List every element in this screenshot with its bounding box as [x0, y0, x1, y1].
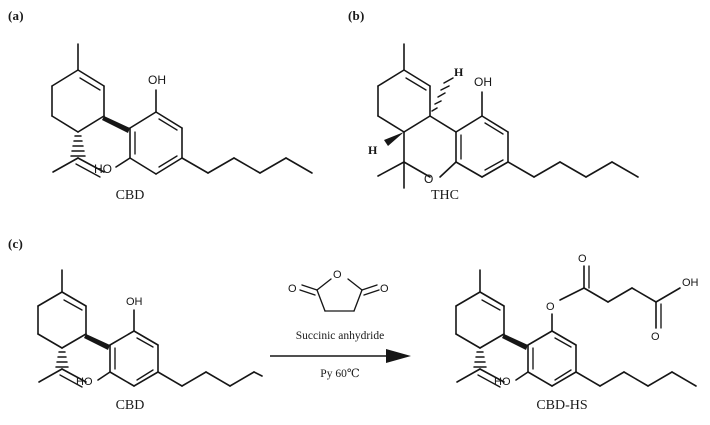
atom-label-h-upper-b: H: [454, 65, 464, 79]
pentyl-chain-b: [507, 161, 639, 178]
gem-dimethyl-b: [377, 161, 405, 189]
atom-label-o-pyran-b: O: [424, 172, 433, 186]
compound-name-cbd-a: CBD: [115, 188, 145, 203]
wedge-bond-c: [84, 334, 110, 350]
pyran-ring-b: [403, 115, 457, 178]
phenol-bond-bottom-c: [97, 371, 111, 381]
anhydride-ring: [316, 278, 363, 312]
carbonyl-right-sa: [361, 284, 380, 296]
carbonyl-left-sa: [299, 284, 318, 296]
aromatic-ring-c: [109, 330, 159, 387]
panel-label-b: (b): [348, 8, 365, 23]
hashed-bond-c: [55, 351, 69, 368]
hashed-bond-h-b: [431, 77, 454, 112]
atom-label-oh-acid-hs: OH: [682, 277, 699, 289]
hashed-bond-a: [70, 135, 86, 157]
isopropenyl-a: [52, 157, 105, 178]
succinic-anhydride-svg: O O O: [288, 269, 389, 312]
atom-label-ho-c: HO: [76, 376, 93, 388]
hemisuccinate-arm-hs: [559, 265, 681, 329]
atom-label-o-right-sa: O: [380, 283, 389, 295]
structure-succinic-anhydride: O O O: [288, 264, 393, 330]
atom-label-ho-a: HO: [94, 162, 112, 176]
cbd-c-svg: OH HO: [37, 269, 263, 388]
aromatic-ring-b: [455, 115, 509, 178]
cbd-hs-svg: HO O: [455, 253, 699, 388]
hashed-bond-hs: [473, 351, 487, 368]
cbd-a-svg: OH HO: [51, 43, 313, 178]
compound-name-thc-b: THC: [431, 188, 459, 203]
cyclohexene-ring-hs: [455, 291, 505, 349]
atom-label-o-left-sa: O: [288, 283, 297, 295]
atom-label-o-ring-sa: O: [333, 269, 342, 281]
atom-label-ho-hs: HO: [494, 376, 511, 388]
reaction-arrow-svg: [270, 349, 411, 363]
atom-label-o-ester-hs: O: [546, 301, 555, 313]
atom-label-o-carbonyl-ester-hs: O: [578, 253, 587, 265]
structure-cbd-c: OH HO: [14, 258, 264, 393]
pyran-o-bond-b: [439, 161, 457, 178]
aromatic-ring-hs: [527, 330, 577, 387]
reagent-label: Succinic anhydride: [295, 330, 385, 342]
panel-label-a: (a): [8, 8, 24, 23]
compound-name-cbd-hs: CBD-HS: [536, 398, 588, 413]
panel-label-c: (c): [8, 236, 24, 251]
structure-cbd-hs: HO O: [432, 248, 710, 396]
wedge-bond-a: [102, 116, 130, 133]
thc-b-svg: H H O: [368, 43, 639, 189]
isopropenyl-hs: [456, 368, 505, 388]
phenol-bond-bottom-a: [115, 157, 131, 168]
cyclohexene-ring-a: [51, 69, 105, 133]
pentyl-chain-c: [157, 371, 263, 387]
aromatic-ring-a: [129, 111, 183, 175]
atom-label-h-lower-b: H: [368, 143, 378, 157]
atom-label-oh-c: OH: [126, 296, 143, 308]
structure-cbd-a: OH HO: [20, 28, 320, 178]
wedge-bond-h-b: [384, 132, 404, 146]
pentyl-chain-hs: [575, 371, 697, 387]
atom-label-oh-a: OH: [148, 73, 166, 87]
conditions-label: Py 60℃: [320, 368, 360, 380]
isopropenyl-c: [38, 368, 87, 388]
compound-name-cbd-c: CBD: [115, 398, 145, 413]
pentyl-chain-a: [181, 157, 313, 174]
atom-label-oh-b: OH: [474, 75, 492, 89]
structure-thc-b: H H O: [358, 28, 668, 189]
reaction-arrow: [268, 348, 413, 364]
wedge-bond-hs: [502, 334, 528, 350]
cyclohexene-ring-c: [37, 291, 87, 349]
cyclohexene-ring-b: [377, 69, 431, 133]
phenol-bond-hs: [515, 371, 529, 381]
atom-label-o-carbonyl-acid-hs: O: [651, 331, 660, 343]
